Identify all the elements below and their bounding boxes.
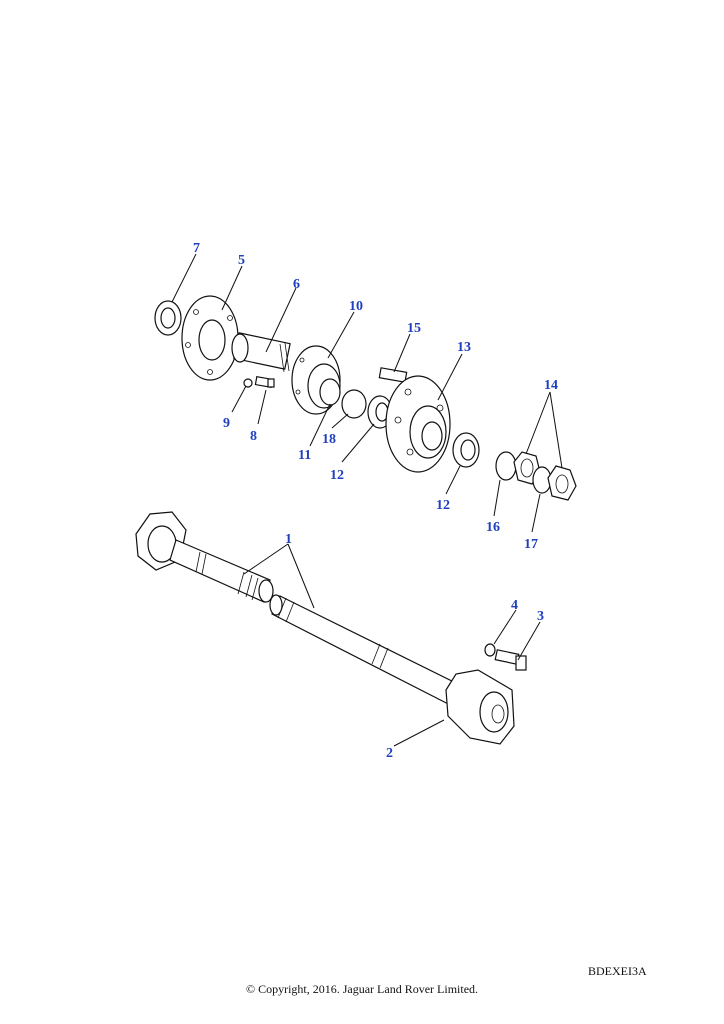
part-15-stud xyxy=(378,367,408,383)
callout-12-lower: 12 xyxy=(436,498,450,513)
callout-3: 3 xyxy=(537,609,544,624)
part-8-bolt xyxy=(254,375,275,389)
copyright-notice: © Copyright, 2016. Jaguar Land Rover Lim… xyxy=(245,982,479,996)
callout-2: 2 xyxy=(386,746,393,761)
callout-8: 8 xyxy=(250,429,257,444)
part-9-washer xyxy=(243,378,253,388)
callout-5: 5 xyxy=(238,253,245,268)
part-1-half-shaft xyxy=(135,511,471,711)
callout-6: 6 xyxy=(293,277,300,292)
part-13-hub xyxy=(385,375,451,473)
callout-9: 9 xyxy=(223,416,230,431)
callout-13: 13 xyxy=(457,340,471,355)
callout-1: 1 xyxy=(285,532,292,547)
callout-4: 4 xyxy=(511,598,518,613)
part-2-drive-flange xyxy=(445,669,515,745)
part-14-hub-nut-2 xyxy=(547,465,577,501)
callout-17: 17 xyxy=(524,537,538,552)
part-3-bolt xyxy=(494,649,527,671)
callout-16: 16 xyxy=(486,520,500,535)
diagram-reference-code: BDEXEI3A xyxy=(588,964,647,978)
callout-12-upper: 12 xyxy=(330,468,344,483)
callout-11: 11 xyxy=(298,448,311,463)
callout-10: 10 xyxy=(349,299,363,314)
part-16-lock-washer xyxy=(495,451,517,481)
part-5-flange xyxy=(181,295,239,381)
callout-7: 7 xyxy=(193,241,200,256)
part-12-bearing-outer xyxy=(452,432,480,468)
callout-15: 15 xyxy=(407,321,421,336)
callout-14: 14 xyxy=(544,378,558,393)
leader-lines xyxy=(171,253,563,747)
part-18-o-ring xyxy=(341,389,367,419)
part-6-stub-axle xyxy=(231,332,291,373)
part-10-drive-member xyxy=(291,345,341,415)
callout-18: 18 xyxy=(322,432,336,447)
part-7-oil-seal xyxy=(154,300,182,336)
part-4-washer xyxy=(484,643,496,657)
